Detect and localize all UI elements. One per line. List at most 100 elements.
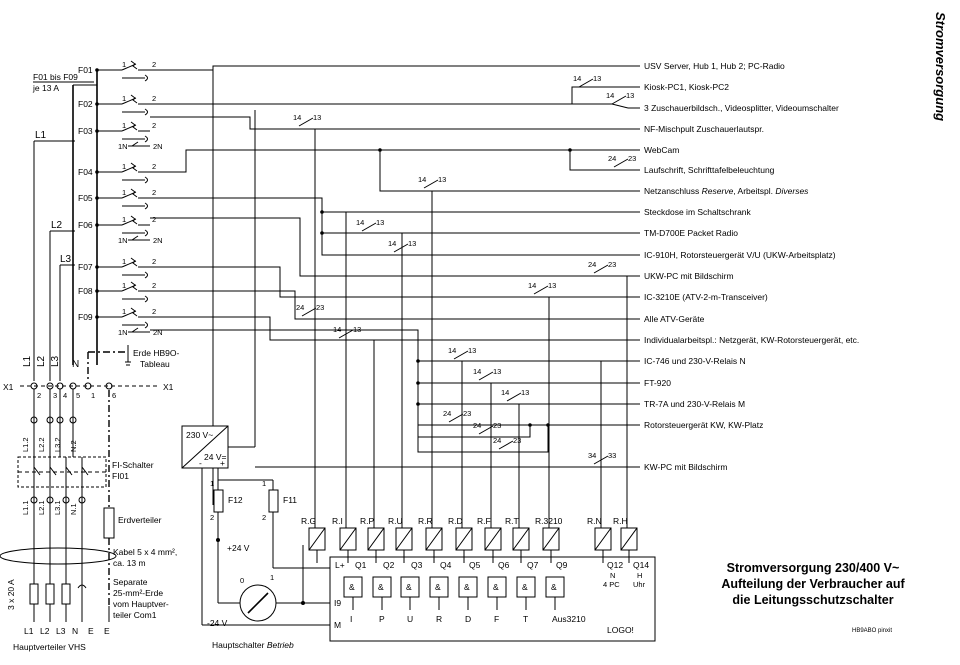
svg-text:R.P: R.P bbox=[360, 516, 375, 526]
fi-label: L1.1 bbox=[21, 500, 30, 515]
fuse-label: F06 bbox=[78, 220, 93, 230]
relay-r-r: R.R bbox=[418, 516, 443, 563]
fi-label: L2.2 bbox=[37, 437, 46, 452]
svg-text:1: 1 bbox=[122, 94, 126, 103]
and-gate: &I bbox=[343, 576, 363, 624]
and-gate: &P bbox=[372, 576, 392, 624]
svg-text:R.3210: R.3210 bbox=[535, 516, 563, 526]
svg-text:&: & bbox=[522, 582, 528, 592]
load-label-19: KW-PC mit Bildschirm bbox=[644, 462, 727, 472]
svg-text:2: 2 bbox=[152, 307, 156, 316]
fi-label: N.1 bbox=[69, 503, 78, 515]
terminal-4: 4 bbox=[63, 391, 67, 400]
f11-label: F11 bbox=[283, 495, 297, 505]
load-label-17: TR-7A und 230-V-Relais M bbox=[644, 399, 745, 409]
bottom-terminal: N bbox=[72, 626, 78, 636]
earth-label-2: Tableau bbox=[140, 359, 170, 369]
svg-text:23: 23 bbox=[316, 303, 324, 312]
load-label-7: Netzanschluss Reserve, Arbeitspl. Divers… bbox=[644, 186, 809, 196]
svg-text:24: 24 bbox=[296, 303, 304, 312]
svg-text:&: & bbox=[493, 582, 499, 592]
svg-text:24: 24 bbox=[473, 421, 481, 430]
svg-text:14: 14 bbox=[293, 113, 301, 122]
and-gate: &F bbox=[487, 576, 507, 624]
fuse-label: F07 bbox=[78, 262, 93, 272]
svg-text:2: 2 bbox=[152, 121, 156, 130]
logo-bottom-label: Aus3210 bbox=[552, 614, 586, 624]
logo-name: LOGO! bbox=[607, 625, 634, 635]
svg-text:13: 13 bbox=[438, 175, 446, 184]
svg-text:R.F: R.F bbox=[477, 516, 491, 526]
svg-text:13: 13 bbox=[376, 218, 384, 227]
svg-text:1: 1 bbox=[122, 257, 126, 266]
side-title: Stromversorgung bbox=[933, 12, 948, 121]
svg-text:X1: X1 bbox=[3, 382, 14, 392]
separate-text-4: teiler Com1 bbox=[113, 610, 157, 620]
svg-text:33: 33 bbox=[608, 451, 616, 460]
bottom-terminal: L3 bbox=[56, 626, 66, 636]
fuse-f12 bbox=[213, 489, 224, 513]
term-top-l2: L2 bbox=[36, 355, 47, 367]
svg-text:23: 23 bbox=[513, 436, 521, 445]
svg-text:1: 1 bbox=[210, 479, 214, 488]
svg-text:X1: X1 bbox=[163, 382, 174, 392]
svg-text:R.G: R.G bbox=[301, 516, 316, 526]
switch-pin-0: 0 bbox=[240, 576, 244, 585]
separate-text-2: 25-mm²-Erde bbox=[113, 588, 163, 598]
svg-text:13: 13 bbox=[593, 74, 601, 83]
svg-text:14: 14 bbox=[418, 175, 426, 184]
svg-text:R.H: R.H bbox=[613, 516, 628, 526]
load-label-13: Alle ATV-Geräte bbox=[644, 314, 705, 324]
svg-text:2N: 2N bbox=[153, 328, 163, 337]
term-top-l3: L3 bbox=[50, 355, 61, 367]
load-label-10: IC-910H, Rotorsteuergerät V/U (UKW-Arbei… bbox=[644, 250, 836, 260]
fuse-label: F04 bbox=[78, 167, 93, 177]
hauptverteiler-label: Hauptverteiler VHS bbox=[13, 642, 86, 652]
svg-text:1N: 1N bbox=[118, 236, 128, 245]
svg-text:23: 23 bbox=[463, 409, 471, 418]
switch-pin-1: 1 bbox=[270, 573, 274, 582]
svg-text:R.R: R.R bbox=[418, 516, 433, 526]
svg-text:13: 13 bbox=[548, 281, 556, 290]
svg-text:13: 13 bbox=[408, 239, 416, 248]
terminal-1: 1 bbox=[91, 391, 95, 400]
svg-text:H: H bbox=[637, 571, 642, 580]
bottom-terminal: L2 bbox=[40, 626, 50, 636]
svg-text:23: 23 bbox=[493, 421, 501, 430]
load-label-16: FT-920 bbox=[644, 378, 671, 388]
term-top-l1: L1 bbox=[22, 355, 33, 367]
logo-bottom-label: F bbox=[494, 614, 499, 624]
svg-text:14: 14 bbox=[388, 239, 396, 248]
svg-text:R.I: R.I bbox=[332, 516, 343, 526]
logo-controller bbox=[329, 556, 656, 642]
logo-output-l+: L+ bbox=[335, 560, 345, 570]
load-label-9: TM-D700E Packet Radio bbox=[644, 228, 738, 238]
svg-text:1N: 1N bbox=[118, 328, 128, 337]
load-label-11: UKW-PC mit Bildschirm bbox=[644, 271, 734, 281]
logo-output-q1: Q1 bbox=[355, 560, 367, 570]
hauptschalter-label: Hauptschalter Betrieb bbox=[212, 640, 294, 650]
svg-text:2: 2 bbox=[152, 281, 156, 290]
svg-text:24: 24 bbox=[493, 436, 501, 445]
logo-output-q5: Q5 bbox=[469, 560, 481, 570]
fi-label: L3.1 bbox=[53, 500, 62, 515]
psu-out: 24 V= bbox=[204, 452, 226, 462]
psu-in: 230 V~ bbox=[186, 430, 213, 440]
svg-text:2: 2 bbox=[262, 513, 266, 522]
phase-label-l3: L3 bbox=[60, 254, 72, 265]
fuse-note-2: je 13 A bbox=[32, 83, 59, 93]
and-gate: &R bbox=[429, 576, 449, 624]
svg-text:N: N bbox=[610, 571, 615, 580]
svg-text:2: 2 bbox=[152, 188, 156, 197]
svg-text:&: & bbox=[378, 582, 384, 592]
bottom-terminal: E bbox=[104, 626, 110, 636]
terminal-6: 6 bbox=[112, 391, 116, 400]
svg-text:2: 2 bbox=[210, 513, 214, 522]
svg-text:14: 14 bbox=[356, 218, 364, 227]
